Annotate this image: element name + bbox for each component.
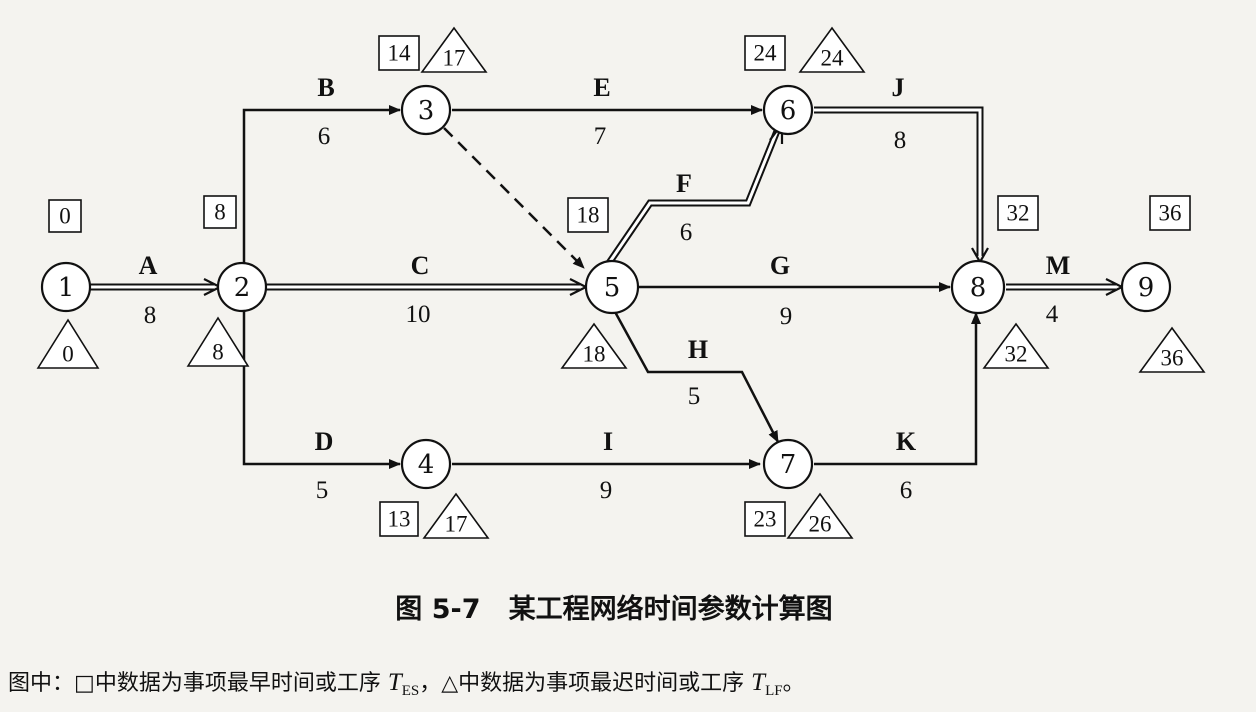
- svg-text:18: 18: [577, 203, 600, 228]
- node-8: 8: [950, 259, 1006, 315]
- edge-F: [606, 120, 784, 265]
- es-markers: 0 8 14 13 18 24 23 32: [48, 35, 1191, 537]
- edge-M: [1006, 278, 1125, 296]
- node-6-label: 6: [780, 96, 797, 126]
- lf-triangle-node-4: 17: [422, 492, 490, 539]
- activity-label-M: M: [1046, 251, 1071, 280]
- lf-triangle-node-9: 36: [1138, 326, 1206, 373]
- triangle-symbol-icon: △: [441, 671, 458, 696]
- node-3: 3: [400, 84, 452, 136]
- es-square-node-9: 36: [1149, 195, 1191, 231]
- activity-label-D: D: [315, 427, 334, 456]
- edge-K: [814, 312, 981, 466]
- svg-text:24: 24: [821, 46, 845, 71]
- edges: [90, 105, 1125, 469]
- svg-text:14: 14: [388, 41, 412, 66]
- activity-duration-K: 6: [900, 477, 913, 504]
- node-2-label: 2: [234, 273, 251, 303]
- lf-triangle-node-2: 8: [186, 316, 250, 367]
- svg-text:32: 32: [1005, 342, 1028, 367]
- node-9: 9: [1120, 261, 1172, 313]
- lf-triangle-node-5: 18: [560, 322, 628, 369]
- activity-duration-B: 6: [318, 123, 331, 150]
- node-5-label: 5: [604, 273, 621, 303]
- node-9-label: 9: [1138, 273, 1155, 303]
- node-5: 5: [584, 259, 640, 315]
- node-1-label: 1: [58, 273, 75, 303]
- node-7-label: 7: [780, 450, 797, 480]
- activity-label-H: H: [688, 335, 708, 364]
- node-6: 6: [762, 84, 814, 136]
- svg-text:13: 13: [388, 507, 411, 532]
- node-4: 4: [400, 438, 452, 490]
- activity-duration-H: 5: [688, 383, 701, 410]
- node-1: 1: [40, 261, 92, 313]
- activity-label-I: I: [603, 427, 613, 456]
- node-3-label: 3: [418, 96, 435, 126]
- edge-dummy-3-5: [443, 127, 585, 269]
- activity-label-C: C: [411, 251, 430, 280]
- es-square-node-1: 0: [48, 199, 82, 233]
- es-square-node-4: 13: [379, 501, 419, 537]
- lf-triangle-node-1: 0: [36, 318, 100, 369]
- edge-C: [266, 278, 589, 296]
- svg-text:17: 17: [445, 512, 468, 537]
- activity-label-E: E: [593, 73, 610, 102]
- es-square-node-5: 18: [567, 197, 609, 233]
- activity-duration-I: 9: [600, 477, 613, 504]
- figure-caption: 图 5-7 某工程网络时间参数计算图: [395, 593, 832, 625]
- svg-text:36: 36: [1161, 346, 1184, 371]
- es-square-node-8: 32: [997, 195, 1039, 231]
- es-square-node-6: 24: [744, 35, 786, 71]
- svg-text:8: 8: [212, 340, 224, 365]
- svg-text:18: 18: [583, 342, 606, 367]
- svg-text:17: 17: [443, 46, 466, 71]
- node-2: 2: [216, 261, 268, 313]
- square-symbol-icon: □: [74, 671, 95, 696]
- es-square-node-2: 8: [203, 195, 237, 229]
- activity-duration-F: 6: [680, 219, 693, 246]
- node-7: 7: [762, 438, 814, 490]
- node-8-label: 8: [970, 273, 987, 303]
- es-square-node-3: 14: [378, 35, 420, 71]
- svg-text:8: 8: [214, 200, 226, 225]
- lf-triangle-node-3: 17: [420, 26, 488, 73]
- node-4-label: 4: [418, 450, 435, 480]
- svg-text:36: 36: [1159, 201, 1182, 226]
- lf-markers: 0 8 17 17 18 24 26 32: [36, 26, 1206, 539]
- activity-duration-E: 7: [594, 123, 607, 150]
- svg-text:23: 23: [754, 507, 777, 532]
- activity-label-B: B: [317, 73, 334, 102]
- lf-triangle-node-7: 26: [786, 492, 854, 539]
- edge-H: [612, 309, 780, 443]
- activity-duration-C: 10: [406, 301, 431, 328]
- edge-B: [242, 105, 401, 263]
- activity-label-J: J: [892, 73, 905, 102]
- activity-label-K: K: [896, 427, 917, 456]
- lf-triangle-node-8: 32: [982, 322, 1050, 369]
- lf-triangle-node-6: 24: [798, 26, 866, 73]
- activity-duration-D: 5: [316, 477, 329, 504]
- nodes: 1 2 3 4 5 6 7 8: [40, 84, 1172, 490]
- activity-label-A: A: [139, 251, 158, 280]
- activity-duration-A: 8: [144, 302, 157, 329]
- es-square-node-7: 23: [744, 501, 786, 537]
- edge-A: [90, 278, 223, 296]
- svg-text:0: 0: [59, 204, 71, 229]
- activity-duration-J: 8: [894, 127, 907, 154]
- activity-label-G: G: [770, 251, 790, 280]
- activity-labels: A 8 B 6 C 10 D 5 E 7 F 6 G 9 H 5 I 9 J 8…: [139, 73, 1071, 504]
- svg-text:26: 26: [809, 512, 832, 537]
- figure-note: 图中：□中数据为事项最早时间或工序 TES，△中数据为事项最迟时间或工序 TLF…: [8, 669, 805, 699]
- activity-duration-M: 4: [1046, 301, 1059, 328]
- activity-duration-G: 9: [780, 303, 793, 330]
- svg-text:24: 24: [754, 41, 778, 66]
- svg-text:0: 0: [62, 342, 74, 367]
- activity-label-F: F: [676, 169, 692, 198]
- svg-text:32: 32: [1007, 201, 1030, 226]
